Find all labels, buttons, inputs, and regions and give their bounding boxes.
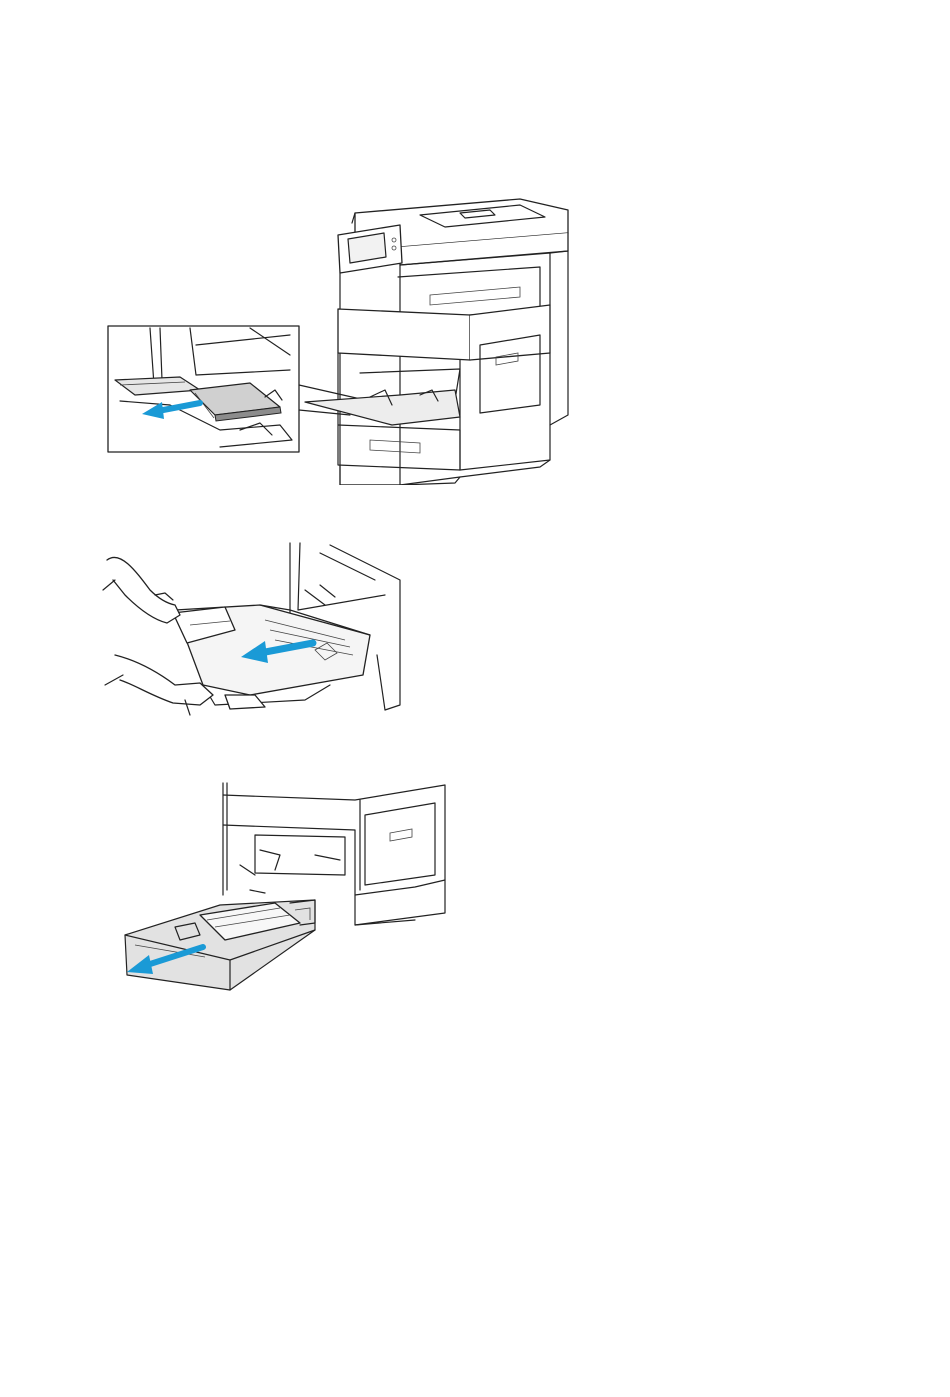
printer-illustration bbox=[100, 185, 580, 485]
paper-tray bbox=[125, 900, 315, 990]
bypass-tray-removal-illustration bbox=[95, 535, 425, 735]
detail-inset bbox=[108, 326, 299, 452]
paper-tray-removal-illustration bbox=[115, 775, 455, 1000]
printer-body bbox=[305, 199, 568, 485]
